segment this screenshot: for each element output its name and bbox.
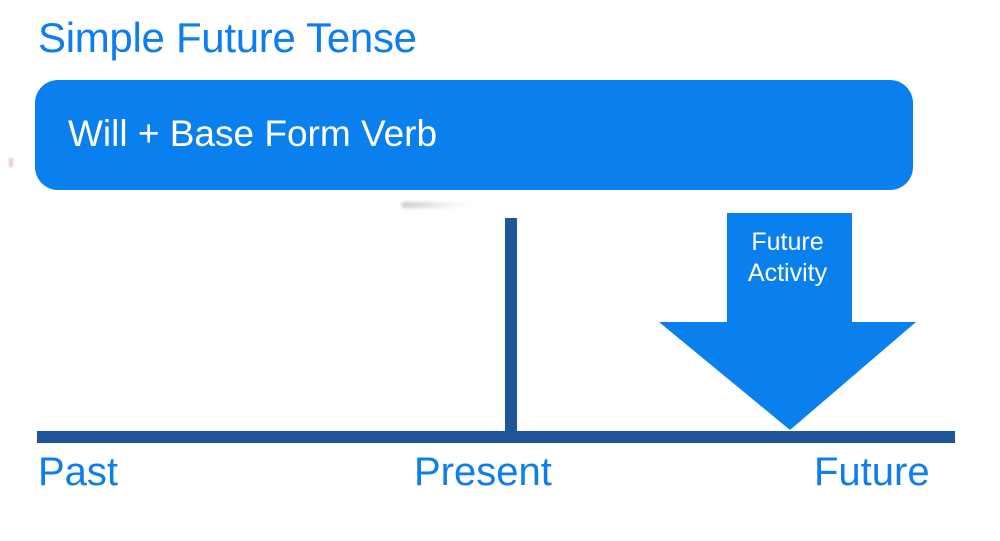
timeline-bar [37, 431, 955, 443]
page-title: Simple Future Tense [38, 14, 417, 61]
timeline-label-future: Future [814, 450, 930, 494]
present-divider-tick [505, 218, 517, 434]
down-arrow-icon [659, 213, 916, 430]
formula-text: Will + Base Form Verb [68, 113, 438, 154]
timeline-label-present: Present [414, 450, 552, 494]
scan-artifact-speck [9, 158, 13, 167]
formula-box: Will + Base Form Verb [35, 80, 913, 190]
scan-artifact-smudge [402, 202, 474, 208]
future-activity-arrow: Future Activity [659, 213, 916, 430]
timeline-label-past: Past [38, 450, 119, 494]
